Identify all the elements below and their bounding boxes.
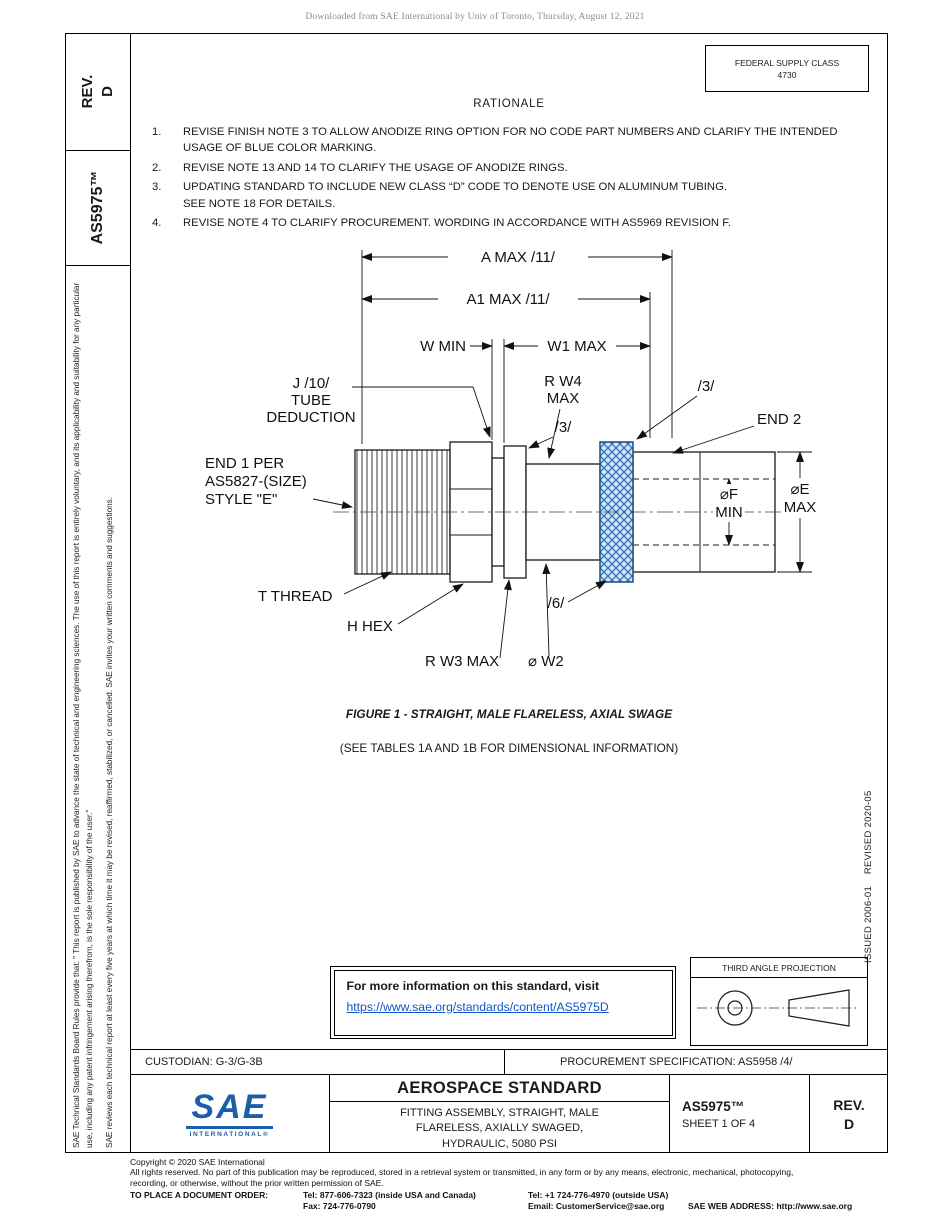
rationale-item-number: 1. [152,126,162,138]
footer-copyright: Copyright © 2020 SAE International [130,1157,265,1167]
rationale-item-number: 2. [152,161,162,174]
label-flagnote-6: /6/ [548,595,566,612]
sidebar-standard-number: AS5975™ [88,170,106,245]
title-block-center: AEROSPACE STANDARD FITTING ASSEMBLY, STR… [330,1075,670,1153]
label-t-thread: T THREAD [258,588,333,605]
federal-supply-class-value: 4730 [777,69,797,80]
figure-caption: FIGURE 1 - STRAIGHT, MALE FLARELESS, AXI… [345,707,673,721]
sae-logo-subtext: INTERNATIONAL® [189,1131,270,1138]
label-a1-max: A1 MAX /11/ [466,291,550,308]
label-h-hex: H HEX [347,618,393,635]
footer-fax: Fax: 724-776-0790 [303,1201,376,1211]
label-dia-f-min: ⌀F [720,486,738,503]
document-title: FITTING ASSEMBLY, STRAIGHT, MALE FLARELE… [400,1107,599,1150]
rationale-list: 1. REVISE FINISH NOTE 3 TO ALLOW ANODIZE… [152,124,866,235]
figure-subcaption: (SEE TABLES 1A AND 1B FOR DIMENSIONAL IN… [339,741,679,755]
rationale-item: 1. REVISE FINISH NOTE 3 TO ALLOW ANODIZE… [152,124,866,157]
third-angle-projection-box: THIRD ANGLE PROJECTION [690,957,868,1046]
label-dia-e-max: MAX [784,499,817,516]
footer-tel-inside: Tel: 877-606-7323 (inside USA and Canada… [303,1190,476,1200]
footer-web-address: SAE WEB ADDRESS: http://www.sae.org [688,1201,853,1211]
label-flagnote-3: /3/ [555,419,573,436]
rationale-title: RATIONALE [473,98,545,110]
federal-supply-class-box: FEDERAL SUPPLY CLASS 4730 [705,45,869,92]
document-type: AEROSPACE STANDARD [330,1075,669,1102]
sidebar-boilerplate-2: SAE reviews each technical report at lea… [105,496,114,1148]
title-block-rev: REV. D [810,1075,888,1153]
sheet-number: SHEET 1 OF 4 [682,1117,756,1130]
sidebar-rev-box: REV. D [65,33,130,150]
sidebar-standard-box: AS5975™ [65,150,130,265]
sidebar-rev-value: D [98,86,116,97]
label-j-tube-deduction: J /10/ [293,375,331,392]
figure-drawing: A MAX /11/ A1 MAX /11/ W MIN W1 MAX J /1… [205,249,818,670]
document-number: AS5975™ [682,1098,745,1114]
federal-supply-class-label: FEDERAL SUPPLY CLASS [734,57,840,68]
info-box: For more information on this standard, v… [330,966,676,1039]
figure-labels: A MAX /11/ A1 MAX /11/ W MIN W1 MAX J /1… [205,249,816,670]
label-end-1: STYLE "E" [205,491,277,508]
rationale-item-number: 4. [152,217,162,230]
extension-lines [361,250,812,573]
third-angle-projection-symbol [697,989,859,1027]
label-dia-w2: ⌀ W2 [528,653,564,670]
rationale-item-number: 3. [152,181,162,194]
rev-box-divider [65,150,130,151]
sae-logo: SAE INTERNATIONAL® [130,1075,330,1153]
custodian-cell: CUSTODIAN: G-3/G-3B [130,1050,505,1074]
rev-label: REV. [833,1096,865,1113]
label-w-min: W MIN [420,338,466,355]
standard-url-link[interactable]: https://www.sae.org/standards/content/AS… [346,999,609,1014]
rationale-item-text: REVISE NOTE 4 TO CLARIFY PROCUREMENT. WO… [183,217,732,230]
download-banner: Downloaded from SAE International by Uni… [305,12,645,22]
label-end-1: AS5827-(SIZE) [205,473,307,490]
label-dia-e-max: ⌀E [790,481,809,498]
info-box-text: For more information on this standard, v… [346,978,600,993]
rationale-item-text: REVISE FINISH NOTE 3 TO ALLOW ANODIZE RI… [183,126,838,155]
procurement-cell: PROCUREMENT SPECIFICATION: AS5958 /4/ [560,1056,793,1068]
label-j-tube-deduction: TUBE [291,392,331,409]
label-r-w4-max: R W4 [544,373,582,390]
sidebar-boilerplate-1: SAE Technical Standards Board Rules prov… [72,282,95,1148]
custodian-row: CUSTODIAN: G-3/G-3B PROCUREMENT SPECIFIC… [130,1049,888,1075]
projection-title: THIRD ANGLE PROJECTION [691,958,867,978]
footer-email: Email: CustomerService@sae.org [528,1201,665,1211]
label-r-w3-max: R W3 MAX [425,653,499,670]
label-flagnote-3: /3/ [698,378,716,395]
rationale-item-text: UPDATING STANDARD TO INCLUDE NEW CLASS “… [183,181,727,210]
label-end-2: END 2 [757,411,801,428]
footer-order-label: TO PLACE A DOCUMENT ORDER: [130,1190,269,1200]
title-block: SAE INTERNATIONAL® AEROSPACE STANDARD FI… [130,1075,888,1153]
label-backers [438,249,818,522]
issued-revised-vertical: ISSUED 2006-01 REVISED 2020-05 [863,790,874,963]
as-box-divider [65,265,130,266]
rationale-item: 4. REVISE NOTE 4 TO CLARIFY PROCUREMENT.… [152,215,866,231]
label-dia-f-min: MIN [715,504,743,521]
leader-lines [312,386,755,659]
sae-logo-text: SAE [185,1090,274,1129]
rationale-item: 2. REVISE NOTE 13 AND 14 TO CLARIFY THE … [152,160,866,176]
label-end-1: END 1 PER [205,455,284,472]
label-a-max: A MAX /11/ [481,249,556,266]
rationale-item-text: REVISE NOTE 13 AND 14 TO CLARIFY THE USA… [183,161,568,174]
sidebar-rev-label: REV. [79,74,96,109]
footer-rights: All rights reserved. No part of this pub… [130,1167,794,1188]
rationale-item: 3. UPDATING STANDARD TO INCLUDE NEW CLAS… [152,179,866,212]
info-box-inner: For more information on this standard, v… [333,969,673,1036]
title-block-number: AS5975™ SHEET 1 OF 4 [670,1075,810,1153]
label-w1-max: W1 MAX [547,338,606,355]
label-j-tube-deduction: DEDUCTION [266,409,355,426]
footer-tel-outside: Tel: +1 724-776-4970 (outside USA) [528,1190,669,1200]
sidebar-divider [130,33,131,1153]
rev-value: D [843,1115,855,1132]
label-r-w4-max: MAX [547,390,580,407]
main-frame [65,33,888,1153]
